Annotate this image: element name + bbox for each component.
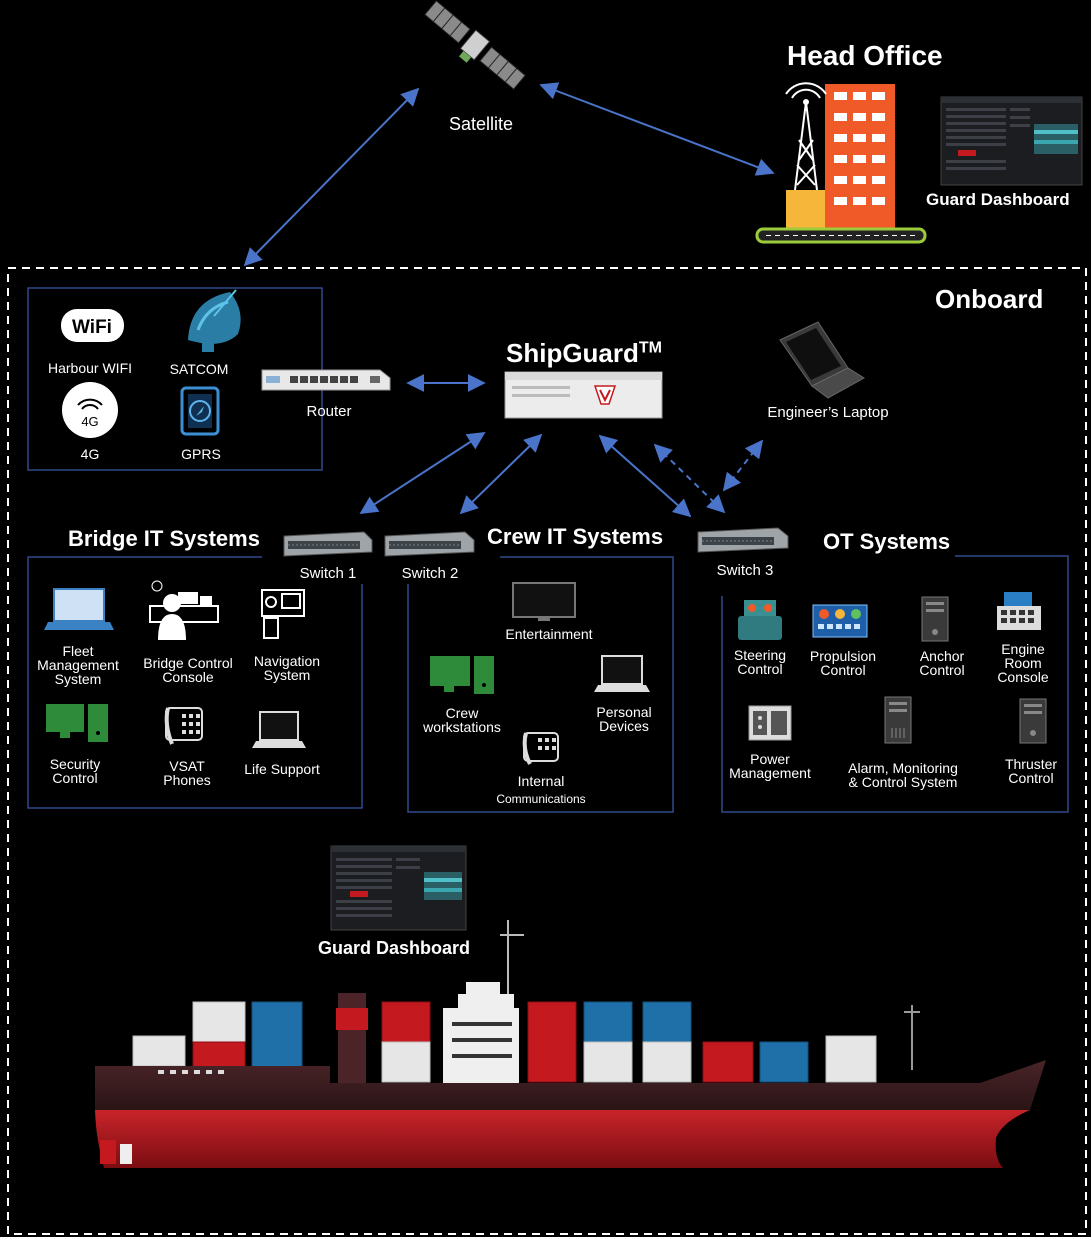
onboard-dashboard-screen — [330, 845, 467, 931]
crew-systems-title: Crew IT Systems — [487, 524, 664, 549]
switch-2-device — [384, 531, 475, 557]
link-laptop-dashed — [722, 439, 764, 492]
onboard-dashboard-label: Guard Dashboard — [317, 938, 471, 958]
engineer-laptop-label: Engineer’s Laptop — [767, 404, 889, 421]
anchor-control-tower-icon — [921, 596, 949, 642]
switch-1-device — [283, 531, 373, 557]
head-office-dashboard-label: Guard Dashboard — [926, 190, 1070, 209]
link-laptop-switch3-dashed — [653, 443, 726, 514]
svg-text:WiFi: WiFi — [72, 317, 112, 338]
head-office-building-icon — [755, 82, 927, 244]
link-switch2-shipguard — [459, 433, 543, 515]
life-support-laptop-icon — [252, 711, 306, 748]
4g-icon: 4G — [62, 382, 118, 438]
onboard-boundary — [7, 267, 1087, 1235]
alarm-monitoring-tower-icon — [884, 696, 912, 744]
switch-3-label: Switch 3 — [716, 562, 774, 579]
entertainment-tv-icon — [512, 582, 576, 621]
gprs-icon — [180, 386, 220, 436]
container-ship-image — [95, 920, 1046, 1168]
4g-label: 4G — [80, 446, 100, 462]
link-satellite-head-office — [539, 82, 775, 176]
security-control-workstation-icon — [46, 704, 108, 742]
link-satellite-onboard — [243, 87, 420, 267]
entertainment-label: Entertainment — [505, 626, 593, 642]
thruster-control-tower-icon — [1019, 698, 1047, 744]
bridge-systems-box — [27, 556, 363, 809]
satellite-label: Satellite — [448, 114, 514, 134]
shipguard-title: ShipGuardTM — [506, 338, 663, 368]
fleet-management-laptop-icon — [44, 588, 114, 630]
router-device — [261, 369, 391, 391]
wifi-icon: WiFi — [61, 309, 124, 342]
svg-text:4G: 4G — [81, 414, 98, 429]
head-office-title: Head Office — [787, 40, 943, 71]
satcom-label: SATCOM — [169, 361, 229, 377]
ot-systems-box — [721, 555, 1069, 813]
crew-workstation-icon — [430, 656, 494, 694]
satellite-icon — [424, 0, 526, 90]
head-office-dashboard-screen — [940, 96, 1083, 186]
engineer-laptop-icon — [779, 321, 865, 399]
personal-device-laptop-icon — [594, 655, 650, 692]
shipguard-appliance — [504, 371, 663, 419]
link-switch1-shipguard — [359, 432, 486, 514]
engine-room-console-icon — [997, 592, 1041, 630]
alarm-monitoring-label: Alarm, Monitoring& Control System — [848, 760, 958, 790]
propulsion-control-panel-icon — [812, 604, 868, 638]
power-management-cabinet-icon — [748, 705, 792, 741]
navigation-system-icon — [261, 589, 305, 639]
life-support-label: Life Support — [244, 761, 320, 777]
vsat-phone-icon — [164, 707, 203, 745]
steering-control-panel-icon — [738, 600, 782, 640]
ot-systems-title: OT Systems — [823, 529, 951, 554]
internal-communications-phone-icon — [522, 732, 559, 765]
harbour-wifi-label: Harbour WIFI — [47, 360, 133, 376]
crew-systems-box — [407, 556, 674, 813]
switch-2-label: Switch 2 — [401, 565, 459, 582]
gprs-label: GPRS — [181, 446, 221, 462]
link-switch3-shipguard — [598, 434, 692, 518]
router-label: Router — [306, 403, 352, 420]
bridge-control-console-icon — [149, 580, 219, 640]
switch-3-device — [697, 527, 789, 553]
bridge-systems-title: Bridge IT Systems — [68, 526, 260, 551]
satcom-dish-icon — [188, 289, 241, 352]
onboard-title: Onboard — [935, 284, 1044, 314]
switch-1-label: Switch 1 — [299, 565, 357, 582]
